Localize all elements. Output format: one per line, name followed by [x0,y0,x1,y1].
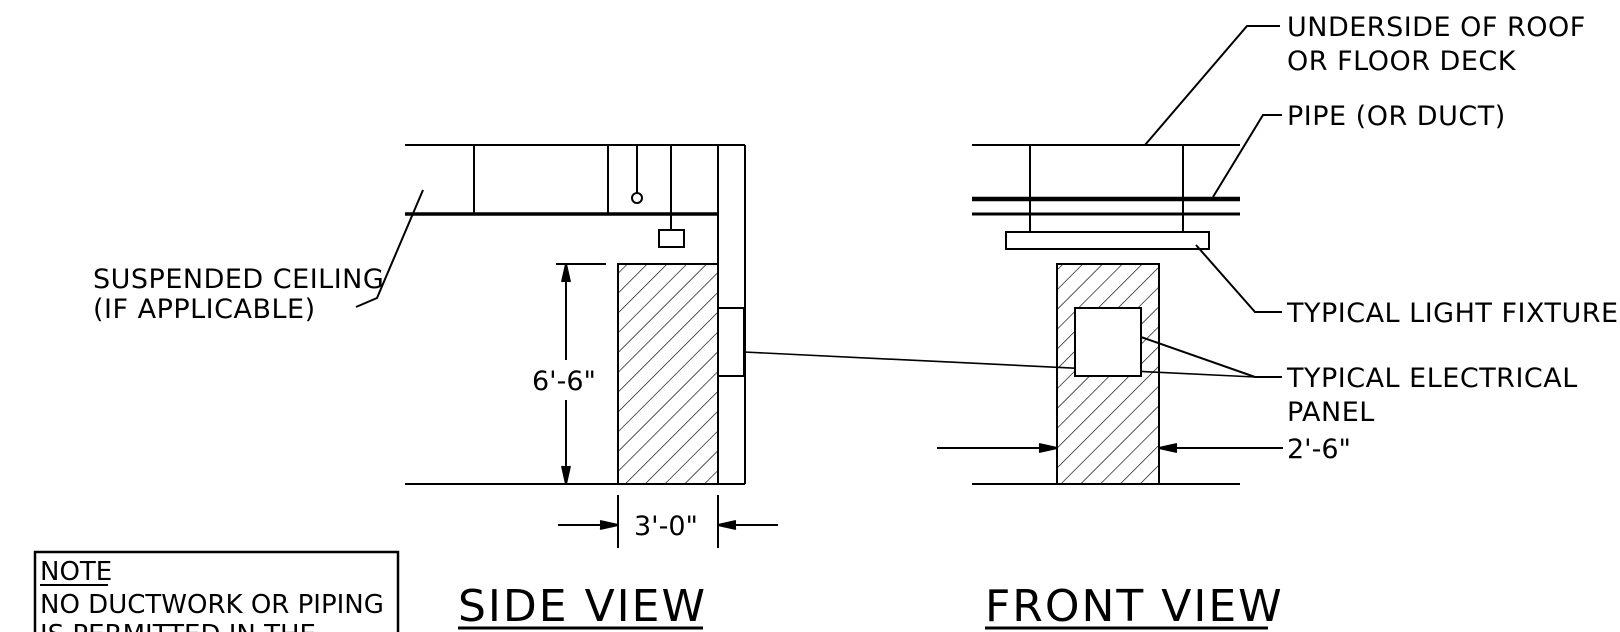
underside-label: UNDERSIDE OF ROOF [1287,12,1586,43]
panel-label: TYPICAL ELECTRICAL [1286,363,1578,394]
side-view-title: SIDE VIEW [458,581,707,632]
front-view [937,25,1283,485]
panel-leader [1140,336,1282,378]
electrical-panel-section [717,307,745,377]
front-view-title: FRONT VIEW [985,581,1284,632]
callouts: UNDERSIDE OF ROOF OR FLOOR DECK PIPE (OR… [93,12,1619,428]
light-fixture-section [658,229,685,248]
arrowhead [1038,443,1058,453]
note-heading: NOTE [40,557,112,587]
note-frame [33,550,400,632]
clearance-zone [617,263,719,485]
dimension-labels: 6'-6" 3'-0" 2'-6" [532,366,1351,542]
panel-leader [743,351,1256,378]
arrowhead [1158,443,1178,453]
panel-label: PANEL [1287,397,1375,428]
light-fixture-label: TYPICAL LIGHT FIXTURE [1286,298,1619,329]
electrical-panel [1074,307,1142,377]
ceiling-label: SUSPENDED CEILING [93,264,384,295]
fixture-leader [1195,244,1282,313]
underside-label: OR FLOOR DECK [1287,46,1517,77]
depth-dimension: 3'-0" [634,511,698,542]
note-line: NO DUCTWORK OR PIPING [40,590,384,620]
ceiling-label: (IF APPLICABLE) [93,294,316,325]
light-fixture [1005,231,1210,250]
ceiling-leader [355,189,424,308]
arrowhead [561,263,571,283]
underside-leader [1144,25,1280,146]
pipe-leader [1212,114,1282,198]
width-dimension: 2'-6" [1287,434,1351,465]
note-line: IS PERMITTED IN THE [40,620,316,632]
pipe-label: PIPE (OR DUCT) [1287,101,1506,132]
arrowhead [599,520,619,530]
height-dimension: 6'-6" [532,366,596,397]
side-view [355,144,1256,548]
arrowhead [717,520,737,530]
note-box: NOTE NO DUCTWORK OR PIPING IS PERMITTED … [33,550,400,632]
arrowhead [561,465,571,485]
view-titles: SIDE VIEW FRONT VIEW [458,581,1284,632]
pipe-section-icon [631,192,643,204]
